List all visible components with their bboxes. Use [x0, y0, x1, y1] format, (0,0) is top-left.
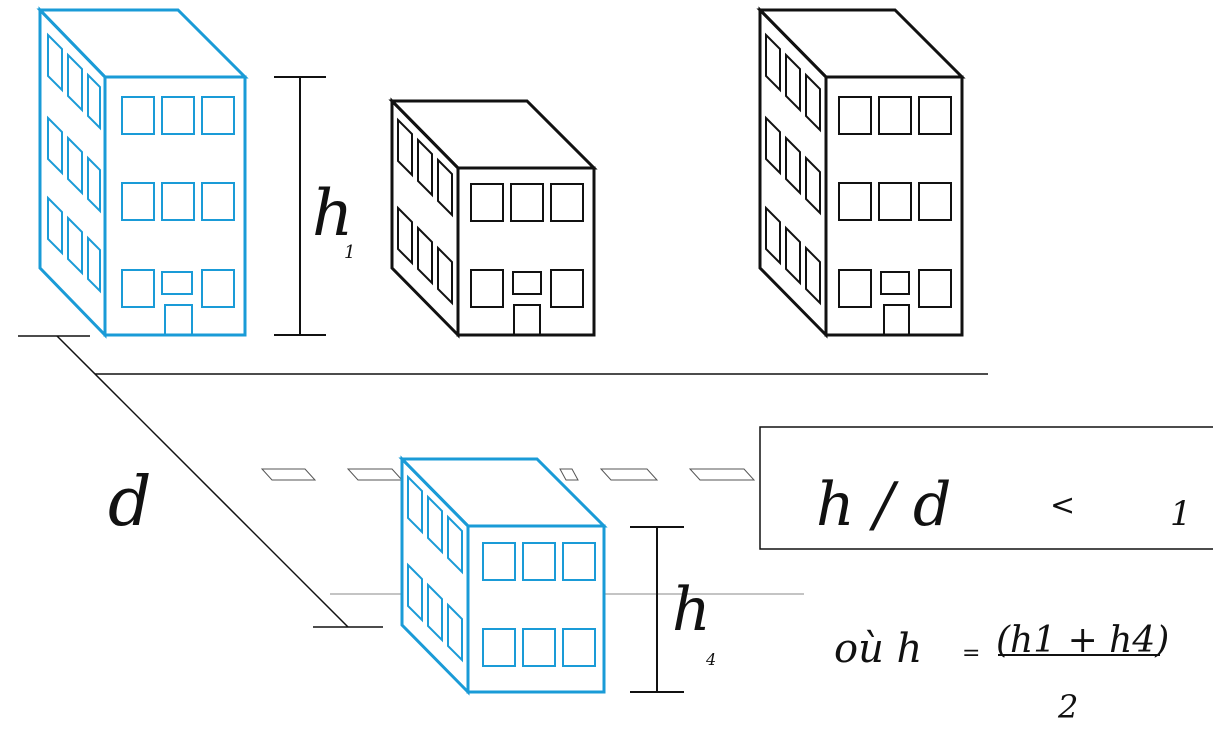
building-1-highlighted: [36, 6, 249, 339]
h1-label: h: [312, 177, 353, 251]
formula-lhs: h / d: [816, 470, 951, 540]
where-prefix: où h: [834, 626, 922, 672]
formula-rhs: 1: [1170, 494, 1192, 534]
street-edges: [18, 335, 988, 375]
h4-dimension-bar: [630, 526, 684, 693]
h4-label: h: [672, 575, 711, 645]
formula-operator: <: [1050, 488, 1075, 523]
building-2: [388, 97, 598, 339]
lane-markings: [260, 468, 756, 481]
formula-box: [759, 426, 1213, 550]
where-denominator: 2: [1057, 688, 1078, 726]
h1-subscript: 1: [344, 242, 355, 263]
h1-dimension-bar: [274, 76, 326, 336]
building-4-highlighted: [398, 455, 608, 696]
d-label: d: [108, 463, 152, 542]
where-equals: =: [962, 641, 980, 666]
h4-subscript: 4: [705, 650, 716, 669]
distance-line-d: [56, 335, 383, 628]
building-3: [756, 6, 966, 339]
